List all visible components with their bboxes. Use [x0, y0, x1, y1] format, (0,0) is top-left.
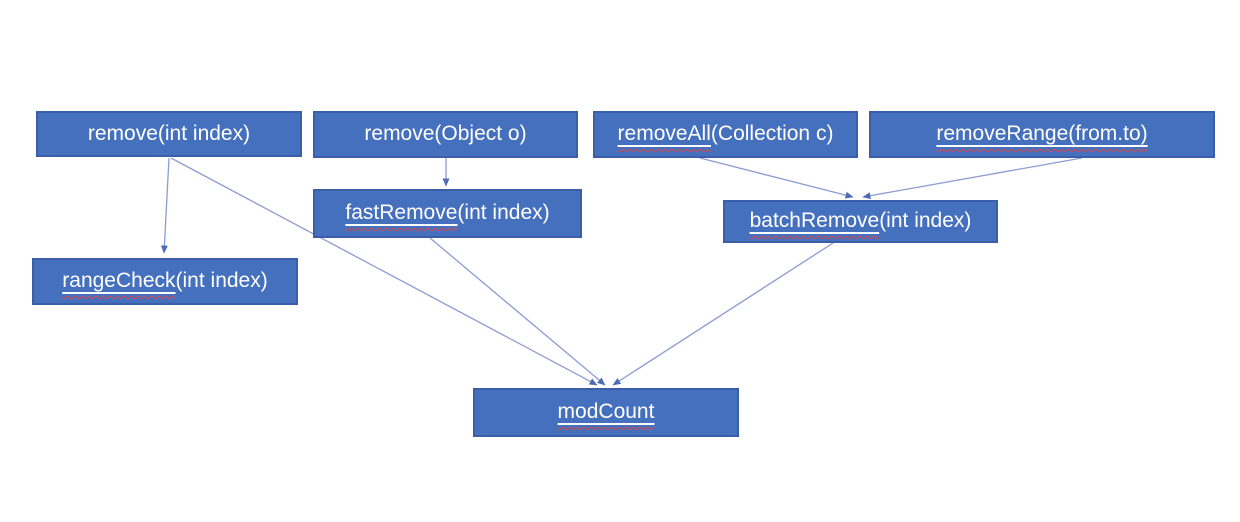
- underlined-text: removeRange(from.to): [936, 122, 1148, 145]
- node-removerange-from-to: removeRange(from.to): [869, 111, 1215, 158]
- node-fastremove-int-index: fastRemove(int index): [313, 189, 582, 238]
- plain-text: remove(Object o): [364, 122, 527, 145]
- plain-text: (int index): [175, 269, 268, 292]
- edge-removerange-from-to-to-batchremove-int-index: [862, 157, 1083, 200]
- node-batchremove-int-index: batchRemove(int index): [723, 200, 998, 243]
- underlined-text: fastRemove: [345, 201, 458, 224]
- node-remove-object-o: remove(Object o): [313, 111, 578, 158]
- underlined-text: rangeCheck: [62, 269, 176, 292]
- node-remove-int-index: remove(int index): [36, 111, 302, 157]
- node-removeall-collection-c: removeAll(Collection c): [593, 111, 858, 158]
- node-rangecheck-int-index: rangeCheck(int index): [32, 258, 298, 305]
- node-label: remove(Object o): [364, 123, 526, 146]
- node-label: remove(int index): [88, 123, 250, 146]
- edge-remove-int-index-to-modcount: [170, 157, 598, 386]
- node-label: rangeCheck(int index): [62, 270, 267, 293]
- underlined-text: batchRemove: [749, 209, 880, 232]
- edge-remove-int-index-to-rangecheck-int-index: [160, 157, 170, 254]
- plain-text: (int index): [879, 209, 972, 232]
- node-label: fastRemove(int index): [345, 202, 549, 225]
- edge-fastremove-int-index-to-modcount: [429, 237, 606, 386]
- edge-batchremove-int-index-to-modcount: [612, 242, 834, 386]
- node-label: batchRemove(int index): [750, 210, 972, 233]
- node-modcount: modCount: [473, 388, 739, 437]
- node-label: removeRange(from.to): [936, 123, 1147, 146]
- node-label: removeAll(Collection c): [618, 123, 834, 146]
- plain-text: (int index): [457, 201, 550, 224]
- plain-text: remove(int index): [87, 121, 251, 145]
- plain-text: (Collection c): [710, 122, 834, 145]
- underlined-text: modCount: [557, 400, 655, 423]
- edge-removeall-collection-c-to-batchremove-int-index: [699, 157, 854, 199]
- underlined-text: removeAll: [617, 122, 711, 145]
- node-label: modCount: [558, 401, 655, 424]
